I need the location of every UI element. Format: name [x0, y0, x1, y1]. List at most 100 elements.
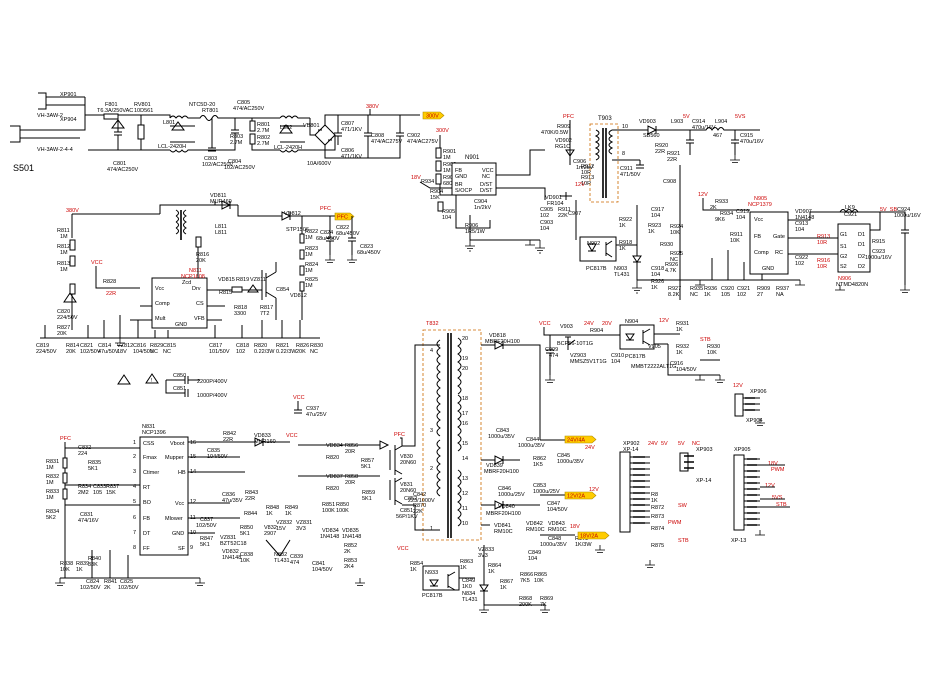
svg-text:R936: R936	[704, 286, 717, 292]
svg-text:NC: NC	[690, 292, 698, 298]
n831-pin-mlower: Mlower	[165, 516, 183, 522]
n833-label: N933	[425, 570, 438, 576]
svg-text:VCC: VCC	[91, 260, 103, 266]
svg-text:474: 474	[290, 560, 299, 566]
l903-label: L903	[671, 119, 683, 125]
svg-text:STB: STB	[678, 538, 689, 544]
n831-pin-dt: DT	[143, 531, 151, 537]
c807-label: C807	[341, 121, 354, 127]
svg-text:C825: C825	[120, 579, 133, 585]
svg-text:VZ811: VZ811	[250, 277, 266, 283]
svg-text:102/50V: 102/50V	[118, 585, 139, 591]
svg-text:C922: C922	[795, 255, 808, 261]
svg-text:471/50V: 471/50V	[620, 172, 641, 178]
svg-text:T832: T832	[426, 321, 439, 327]
svg-text:474/16V: 474/16V	[78, 518, 99, 524]
svg-text:1n/2kV: 1n/2kV	[474, 205, 491, 211]
svg-text:47u/35V: 47u/35V	[222, 498, 243, 504]
vd812-value: STP1506	[286, 227, 309, 233]
svg-text:2K: 2K	[344, 549, 351, 555]
n906-pin-d2a: D2	[858, 254, 865, 260]
svg-text:R820: R820	[326, 486, 339, 492]
svg-text:380V: 380V	[66, 208, 79, 214]
svg-text:3V3: 3V3	[478, 553, 488, 559]
svg-text:104/50V: 104/50V	[207, 454, 228, 460]
svg-text:22R: 22R	[245, 496, 255, 502]
svg-text:C831: C831	[80, 512, 93, 518]
svg-text:3V3: 3V3	[296, 526, 306, 532]
svg-text:VD815: VD815	[218, 277, 235, 283]
svg-text:R912: R912	[581, 164, 594, 170]
l801-value: LCL-2420H	[158, 144, 186, 150]
svg-text:R851: R851	[322, 502, 335, 508]
svg-text:RG1C: RG1C	[555, 144, 570, 150]
pfc-flag-label: PFC	[337, 215, 348, 221]
c844-value: 1000u/35V	[518, 443, 545, 449]
svg-text:C908: C908	[663, 179, 676, 185]
v300-flag	[422, 111, 445, 120]
svg-text:102/50V: 102/50V	[80, 349, 101, 355]
ic-n901	[451, 162, 497, 196]
svg-text:1M: 1M	[305, 268, 313, 274]
svg-text:R850: R850	[240, 525, 253, 531]
v18-flag-label: 18V/2A	[580, 534, 598, 540]
svg-text:C833: C833	[93, 484, 106, 490]
v12-flag-label: 12V/2A	[567, 494, 585, 500]
l802-value: LCL-2420H	[274, 145, 302, 151]
svg-text:56P/1KV: 56P/1KV	[396, 514, 418, 520]
svg-text:10R: 10R	[581, 181, 591, 187]
svg-text:R852: R852	[344, 543, 357, 549]
svg-text:!: !	[151, 378, 153, 384]
svg-text:R920: R920	[655, 143, 668, 149]
n831-pin-sf: SF	[178, 546, 186, 552]
svg-text:8: 8	[133, 545, 136, 551]
svg-text:1M: 1M	[60, 267, 68, 273]
n831-part: NCP1396	[142, 430, 166, 436]
svg-text:VZ833: VZ833	[478, 547, 494, 553]
svg-text:RM10C: RM10C	[494, 529, 513, 535]
c902-value: 474/AC275V	[407, 139, 439, 145]
svg-text:R927: R927	[668, 286, 681, 292]
n831-pin-fb: FB	[143, 516, 150, 522]
svg-text:18V: 18V	[570, 524, 580, 530]
svg-text:N834: N834	[462, 591, 475, 597]
n901-pin-fb: FB	[455, 168, 462, 174]
c850-label: C850	[173, 373, 186, 379]
svg-text:470K/0.5W: 470K/0.5W	[541, 130, 569, 136]
svg-text:2.7M: 2.7M	[257, 141, 270, 147]
v905-label: V905	[648, 344, 661, 350]
svg-text:12V: 12V	[589, 487, 599, 493]
svg-text:104: 104	[528, 556, 537, 562]
svg-text:R840: R840	[88, 556, 101, 562]
svg-text:20R: 20R	[345, 449, 355, 455]
vd840-label: VD840	[498, 504, 515, 510]
n906-pin-d1b: D1	[858, 242, 865, 248]
svg-text:10K: 10K	[240, 558, 250, 564]
svg-text:24V: 24V	[585, 445, 595, 451]
svg-text:C910: C910	[611, 353, 624, 359]
c923-value: 1000u/16V	[865, 255, 892, 261]
svg-text:TL431: TL431	[462, 597, 478, 603]
svg-text:C837: C837	[200, 517, 213, 523]
svg-text:3300: 3300	[234, 311, 246, 317]
n901-pin-nc: NC	[482, 174, 490, 180]
svg-text:R826: R826	[296, 343, 309, 349]
ic-n831	[139, 436, 189, 556]
connector-xp905	[733, 454, 745, 531]
svg-text:V832: V832	[264, 525, 277, 531]
svg-text:1K: 1K	[488, 569, 495, 575]
svg-text:104/50V: 104/50V	[133, 349, 154, 355]
svg-text:22R: 22R	[667, 157, 677, 163]
n902-value: PC817B	[586, 266, 607, 272]
svg-text:R906: R906	[465, 223, 478, 229]
svg-text:PFC: PFC	[394, 432, 405, 438]
svg-text:R913: R913	[581, 175, 594, 181]
svg-text:22R: 22R	[106, 291, 116, 297]
svg-text:2907: 2907	[264, 531, 276, 537]
svg-text:R926: R926	[651, 279, 664, 285]
svg-text:12: 12	[190, 499, 196, 505]
svg-text:R822: R822	[305, 229, 318, 235]
svg-text:R925: R925	[670, 251, 683, 257]
svg-text:C836: C836	[222, 492, 235, 498]
